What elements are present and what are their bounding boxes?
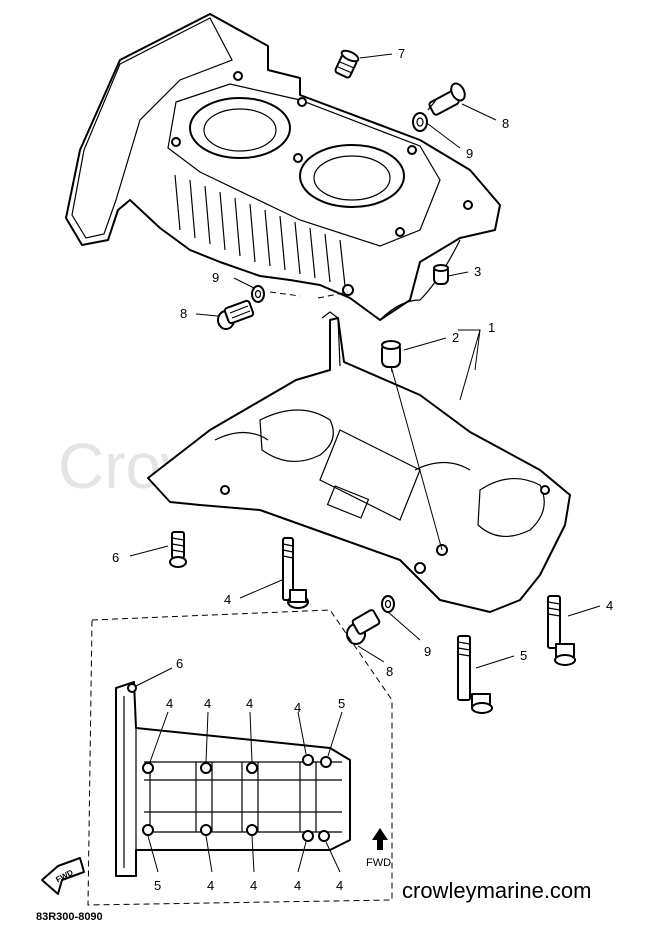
callout-1: 1 [488, 320, 495, 335]
fwd-label: FWD [366, 857, 391, 869]
callout-8-bottom: 8 [386, 664, 393, 679]
dowel-pin-2 [381, 340, 401, 368]
diagram-code: 83R300-8090 [36, 911, 103, 923]
inset-callout-5-bottom: 5 [154, 878, 161, 893]
lower-crankcase [147, 311, 571, 613]
inset-callout-4-bottom-c: 4 [294, 878, 301, 893]
callout-7: 7 [398, 46, 405, 61]
plug-7 [334, 49, 360, 79]
inset-callout-4-top-a: 4 [166, 696, 173, 711]
callout-3: 3 [474, 264, 481, 279]
inset-callout-6: 6 [176, 656, 183, 671]
callout-6: 6 [112, 550, 119, 565]
leader-lines [129, 53, 601, 669]
callout-5: 5 [520, 648, 527, 663]
callout-4-left: 4 [224, 592, 231, 607]
dowel-pin-3 [433, 264, 449, 285]
upper-crankcase [65, 13, 501, 321]
bolt-5 [457, 635, 493, 714]
bolt-8-top [427, 82, 466, 116]
bolt-8-bottom [346, 609, 381, 645]
bolt-4-left [282, 537, 309, 609]
bolt-4-right [547, 595, 576, 666]
callout-8-top: 8 [502, 116, 509, 131]
website-label: crowleymarine.com [402, 878, 592, 903]
bolt-8-left [217, 299, 255, 330]
bolt-pattern-inset [87, 609, 393, 906]
inset-callout-4-top-d: 4 [294, 700, 301, 715]
callout-9-top: 9 [466, 146, 473, 161]
inset-callout-4-top-b: 4 [204, 696, 211, 711]
inset-callout-5-top: 5 [338, 696, 345, 711]
inset-callout-4-top-c: 4 [246, 696, 253, 711]
callout-9-bottom: 9 [424, 644, 431, 659]
fwd-tag-arrow: FWD [41, 857, 85, 895]
callout-2: 2 [452, 330, 459, 345]
callout-4-right: 4 [606, 598, 613, 613]
inset-callout-4-bottom-d: 4 [336, 878, 343, 893]
washer-9-top [412, 112, 428, 132]
washer-9-left [251, 285, 265, 303]
washer-9-bottom [381, 595, 395, 613]
inset-callout-4-bottom-a: 4 [207, 878, 214, 893]
fwd-arrow-icon [372, 828, 388, 850]
bolt-6 [169, 531, 187, 568]
callout-8-left: 8 [180, 306, 187, 321]
inset-callout-4-bottom-b: 4 [250, 878, 257, 893]
callout-9-left: 9 [212, 270, 219, 285]
